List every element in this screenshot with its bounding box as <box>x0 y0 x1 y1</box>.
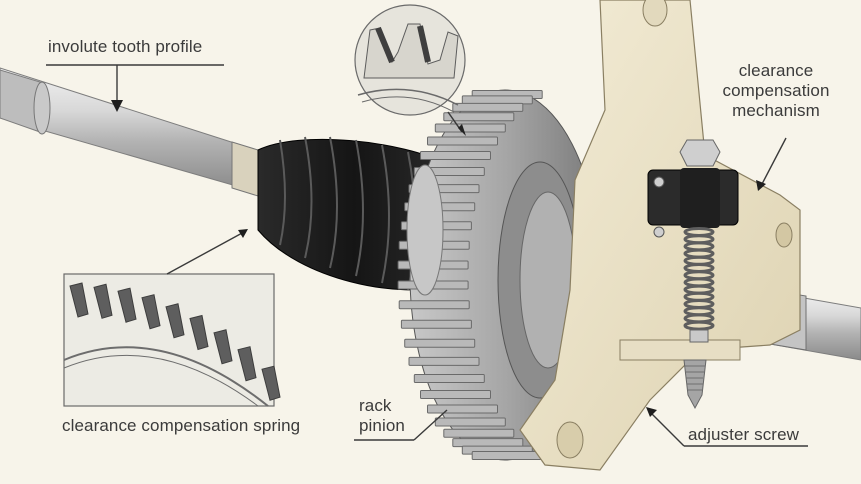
compensation-spring <box>683 227 715 343</box>
gear-tooth <box>398 300 470 310</box>
leader-pinion <box>354 409 448 441</box>
gear-tooth <box>443 428 515 438</box>
gear-tooth <box>420 151 491 160</box>
leader-lines <box>46 64 808 447</box>
gear-tooth <box>427 404 498 414</box>
label-clearance-compensation-spring: clearance compensation spring <box>62 416 301 435</box>
pinion-gear <box>397 89 601 461</box>
inset-gear-tooth <box>117 287 137 323</box>
gear-tooth <box>400 319 472 329</box>
inset-gear-tooth <box>93 283 113 319</box>
label-adjuster-screw: adjuster screw <box>688 425 799 444</box>
gear-tooth <box>434 417 506 427</box>
inset-gear-tooth <box>213 329 233 365</box>
gear-tooth <box>413 374 485 383</box>
label-clearance-compensation-mechanism: clearance compensation mechanism <box>722 61 830 120</box>
gear-tooth <box>452 438 524 448</box>
inset-gear-tooth <box>69 282 89 318</box>
gear-tooth <box>452 102 524 112</box>
gear-tooth <box>461 95 533 105</box>
leader-mechanism <box>756 137 787 191</box>
inset-gear-tooth <box>237 346 257 382</box>
leader-screw <box>646 407 808 447</box>
gear-tooth <box>404 338 476 348</box>
magnified-gear-inset-box <box>63 273 281 407</box>
adjuster-block <box>647 139 739 238</box>
gear-tooth <box>471 451 543 460</box>
gear-tooth <box>443 112 515 122</box>
magnified-tooth-inset-circle <box>354 4 466 136</box>
inset-gear-tooth <box>189 314 209 351</box>
inset-gear-tooth <box>165 303 185 339</box>
leader-spring <box>166 229 248 275</box>
inset-gear-tooth <box>141 294 161 330</box>
rack-shaft-left <box>0 67 259 197</box>
inset-gear-tooth <box>261 365 281 401</box>
gear-tooth <box>420 390 491 399</box>
gear-tooth <box>427 136 498 146</box>
label-involute-tooth-profile: involute tooth profile <box>48 37 203 56</box>
label-rack-pinion: rack pinion <box>359 396 405 435</box>
adjuster-screw <box>683 359 707 410</box>
gear-tooth <box>434 123 506 133</box>
gear-tooth <box>408 356 480 366</box>
leader-involute <box>46 64 224 112</box>
spring-coil <box>683 320 715 331</box>
